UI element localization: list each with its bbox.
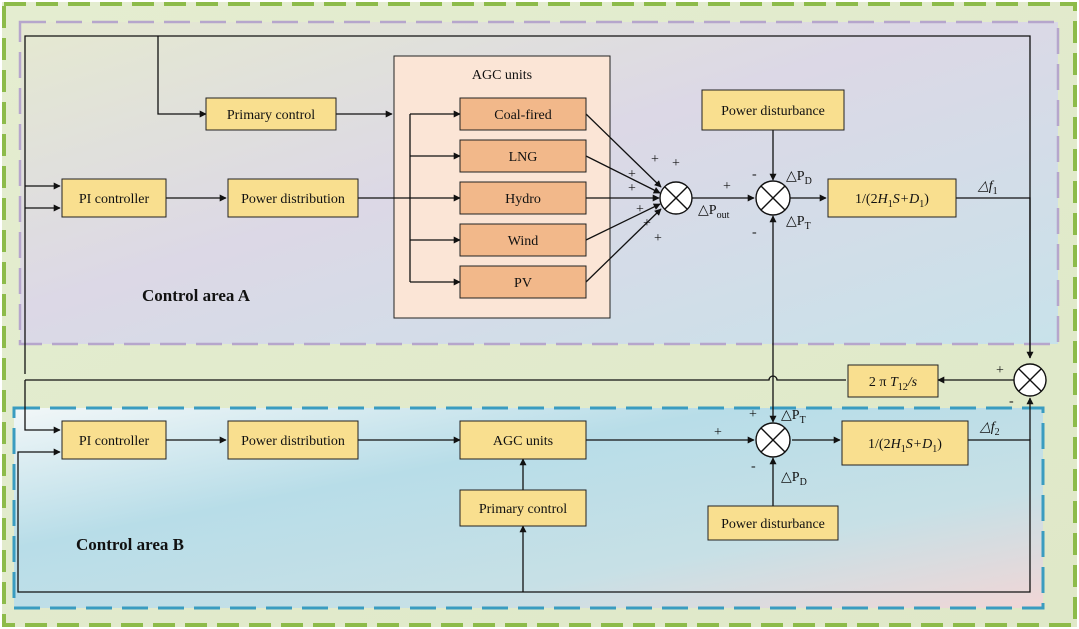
svg-text:Primary control: Primary control [479,502,567,517]
svg-text:Hydro: Hydro [505,192,541,207]
sign-plus: + [723,179,731,194]
agc-unit-coal-fired: Coal-fired [459,97,587,131]
summing-junction-b [755,422,791,458]
sign-plus: + [651,152,659,167]
svg-text:PI controller: PI controller [79,434,150,449]
agc-unit-hydro: Hydro [459,181,587,215]
sign-plus: + [996,363,1004,378]
pi-controller-a: PI controller [61,178,167,218]
tie-line-block: 2 π T12/s [847,364,939,398]
svg-text:Power disturbance: Power disturbance [721,104,825,119]
delta-f2-label: △f2 [979,420,1000,438]
svg-text:Coal-fired: Coal-fired [494,108,552,123]
sign-plus: + [672,156,680,171]
power-disturbance-a: Power disturbance [701,89,845,131]
wire-to-pi-b-upper [24,380,61,434]
svg-text:LNG: LNG [509,150,538,165]
summing-junction-a [755,180,791,216]
pi-controller-b: PI controller [61,420,167,460]
svg-text:Power distribution: Power distribution [241,434,345,449]
wire-wind-sum [585,203,661,241]
delta-pd-label-b: △PD [781,470,807,488]
area-b-frame [12,406,1045,610]
svg-text:Power disturbance: Power disturbance [721,517,825,532]
wire-to-primary-a [157,36,207,118]
sign-plus: + [749,407,757,422]
agc-units-b: AGC units [459,420,587,460]
delta-pt-label-b: △PT [781,408,806,426]
transfer-function-a: 1/(2H1S+D1) [827,178,957,218]
transfer-function-b: 1/(2H1S+D1) [841,420,969,466]
sign-plus: + [636,202,644,217]
feedback-wire-a [24,35,1031,374]
sign-minus: - [752,225,757,240]
delta-p-out-label: △Pout [698,203,730,221]
sign-plus: + [628,167,636,182]
area-b-title: Control area B [76,535,184,554]
sign-minus: - [751,459,756,474]
area-a-title: Control area A [142,286,251,305]
svg-text:Power distribution: Power distribution [241,192,345,207]
wire-lng-sum [585,155,661,194]
wire-pv-sum [585,208,662,283]
feedback-wire-b [17,439,1031,593]
delta-pd-label-a: △PD [786,169,812,187]
area-a-frame [18,20,1060,346]
summing-junction-agc [659,181,693,215]
power-disturbance-b: Power disturbance [707,505,839,541]
svg-text:Wind: Wind [508,234,539,249]
agc-group-title: AGC units [472,68,532,83]
svg-text:1/(2H1S+D1): 1/(2H1S+D1) [855,192,929,210]
sign-plus: + [643,216,651,231]
agc-unit-lng: LNG [459,139,587,173]
svg-text:Primary control: Primary control [227,108,315,123]
delta-f1-label: △f1 [977,179,998,197]
svg-text:AGC units: AGC units [493,434,553,449]
power-distribution-b: Power distribution [227,420,359,460]
primary-control-a: Primary control [205,97,337,131]
sign-minus: - [752,167,757,182]
wire-coal-sum [585,113,662,188]
sign-plus: + [628,181,636,196]
delta-pt-label-a: △PT [786,214,811,232]
primary-control-b: Primary control [459,489,587,527]
summing-junction-tie [1013,363,1047,397]
svg-text:PI controller: PI controller [79,192,150,207]
sign-plus: + [654,231,662,246]
sign-plus: + [714,425,722,440]
svg-text:PV: PV [514,276,532,291]
power-distribution-a: Power distribution [227,178,359,218]
agc-unit-wind: Wind [459,223,587,257]
agc-unit-pv: PV [459,265,587,299]
svg-text:2 π T12/s: 2 π T12/s [869,375,918,393]
svg-text:1/(2H1S+D1): 1/(2H1S+D1) [868,437,942,455]
sign-minus: - [1009,394,1014,409]
